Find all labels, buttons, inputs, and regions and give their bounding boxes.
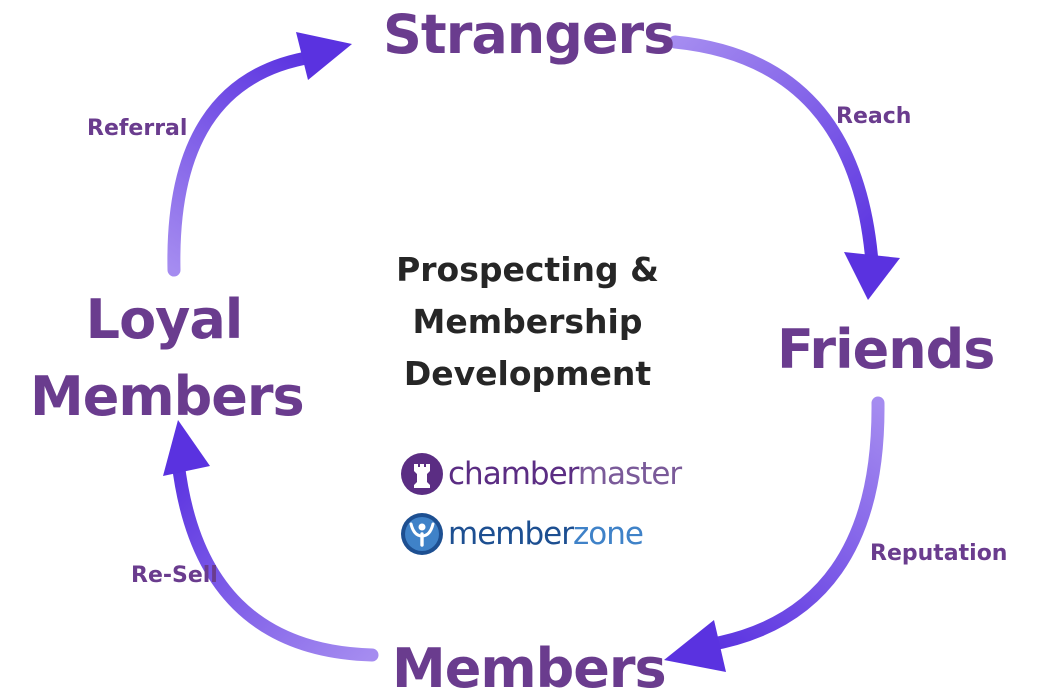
center-title-line2: Membership — [412, 302, 643, 341]
arrow-referral — [167, 32, 352, 277]
rook-chess-piece-icon — [401, 453, 443, 495]
stage-loyal-members-line1: Loyal — [85, 288, 244, 351]
chambermaster-logo: chambermaster — [400, 452, 682, 496]
chambermaster-wordmark-part1: chamber — [448, 455, 579, 492]
chambermaster-wordmark-part2: master — [577, 455, 682, 492]
center-title: Prospecting & Membership Development — [365, 244, 690, 400]
stage-loyal-members-line2: Members — [30, 364, 305, 428]
stage-loyal-members: Loyal Members — [30, 282, 305, 435]
arrow-reach — [668, 35, 900, 300]
memberzone-wordmark: memberzone — [448, 515, 644, 552]
center-title-line3: Development — [403, 354, 652, 393]
transition-reach: Reach — [836, 104, 912, 129]
stage-strangers: Strangers — [383, 3, 675, 66]
memberzone-logo: memberzone — [400, 512, 644, 556]
person-arms-raised-icon — [401, 513, 443, 555]
memberzone-wordmark-part1: member — [448, 515, 574, 552]
stage-members: Members — [392, 637, 667, 700]
chambermaster-wordmark: chambermaster — [448, 455, 682, 492]
transition-referral: Referral — [87, 116, 188, 141]
transition-re-sell: Re-Sell — [131, 563, 218, 588]
arrow-reputation — [664, 396, 885, 672]
arrow-re-sell — [163, 420, 379, 662]
memberzone-wordmark-part2: zone — [572, 515, 644, 552]
stage-friends: Friends — [777, 318, 995, 381]
transition-reputation: Reputation — [870, 541, 1008, 566]
center-title-line1: Prospecting & — [396, 250, 659, 289]
